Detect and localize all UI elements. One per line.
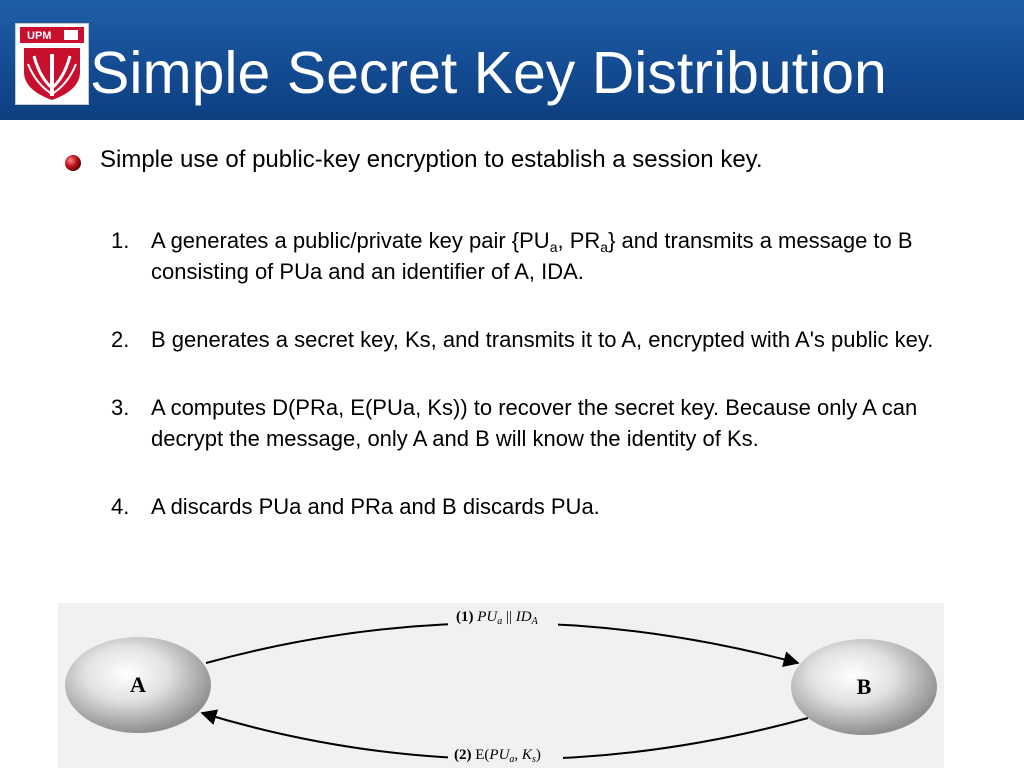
- slide-title: Simple Secret Key Distribution: [90, 40, 887, 106]
- slide-header: UPM Simple Secret Key Distribution: [0, 0, 1024, 120]
- upm-logo: UPM: [15, 23, 89, 105]
- list-item: 3. A computes D(PRa, E(PUa, Ks)) to reco…: [111, 392, 971, 454]
- node-a: [65, 637, 211, 733]
- step-text: A computes D(PRa, E(PUa, Ks)) to recover…: [151, 395, 918, 451]
- list-item: 1. A generates a public/private key pair…: [111, 225, 971, 287]
- node-b: [791, 639, 937, 735]
- step-text: A discards PUa and PRa and B discards PU…: [151, 494, 600, 519]
- bullet-icon: [65, 155, 81, 171]
- message-1-label: (1) PUa || IDA: [456, 609, 539, 627]
- list-item: 2. B generates a secret key, Ks, and tra…: [111, 324, 971, 355]
- list-item: 4. A discards PUa and PRa and B discards…: [111, 491, 971, 522]
- intro-text: Simple use of public-key encryption to e…: [100, 146, 763, 173]
- message-2-label: (2) E(PUa, Ks): [454, 747, 541, 765]
- logo-text: UPM: [27, 30, 51, 42]
- step-text: A generates a public/private key pair {P…: [151, 228, 913, 284]
- key-exchange-figure: (1) PUa || IDA (2) E(PUa, Ks) A B: [58, 603, 944, 768]
- key-exchange-diagram: (1) PUa || IDA (2) E(PUa, Ks) A B: [65, 606, 937, 765]
- step-text: B generates a secret key, Ks, and transm…: [151, 327, 934, 352]
- step-number: 1.: [111, 228, 130, 253]
- step-number: 2.: [111, 327, 130, 352]
- node-b-label: B: [857, 674, 872, 699]
- step-number: 3.: [111, 395, 130, 420]
- steps-list: 1. A generates a public/private key pair…: [111, 225, 971, 559]
- step-number: 4.: [111, 494, 130, 519]
- upm-crest-icon: UPM: [20, 27, 84, 100]
- node-a-label: A: [130, 672, 146, 697]
- arrow-a-to-b: [205, 622, 800, 668]
